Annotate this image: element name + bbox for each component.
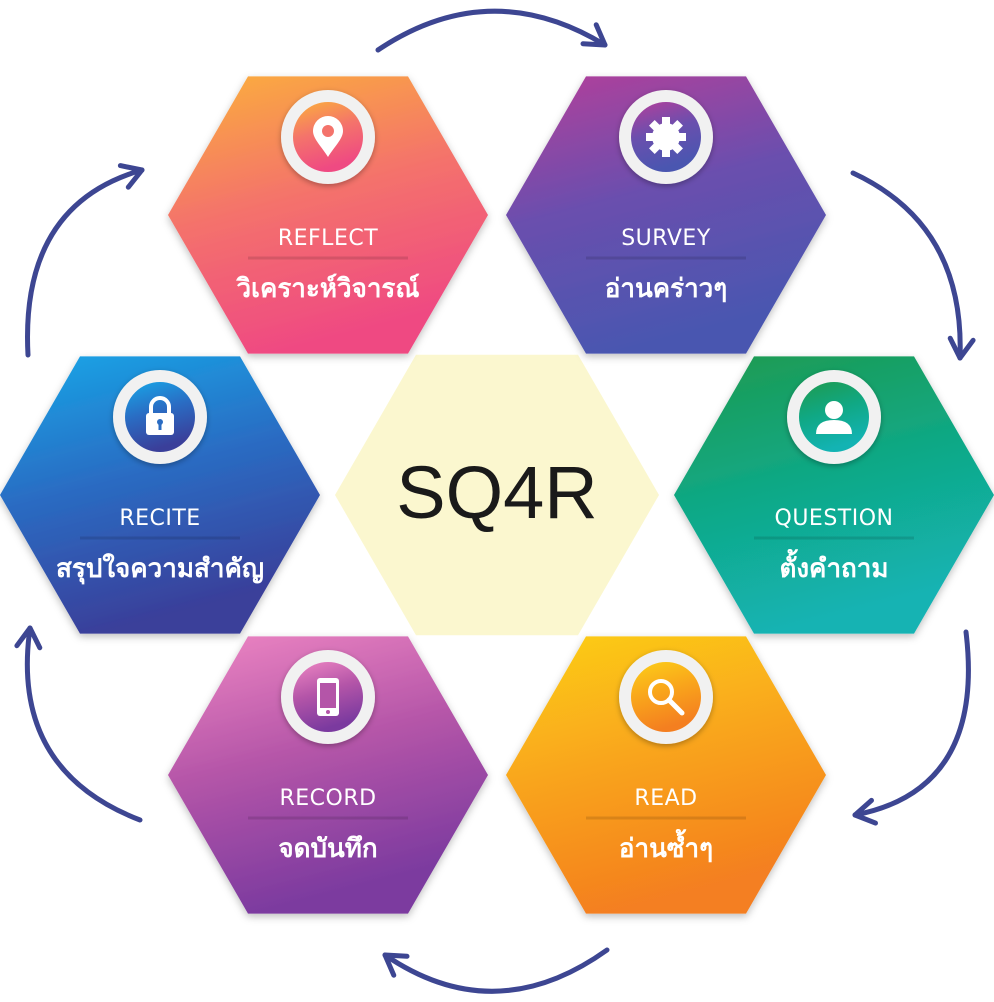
center-hexagon-shape [335, 354, 659, 636]
step-label-question: QUESTION [775, 506, 894, 531]
step-subtitle-record: จดบันทึก [278, 834, 377, 864]
hexagon-survey: SURVEY อ่านคร่าวๆ [506, 76, 826, 354]
arrow-read-to-record [382, 947, 610, 994]
lock-icon [113, 370, 207, 464]
step-subtitle-question: ตั้งคำถาม [779, 548, 888, 584]
step-subtitle-survey: อ่านคร่าวๆ [605, 274, 728, 304]
arrow-survey-to-question [850, 170, 976, 361]
step-label-read: READ [634, 786, 697, 811]
arrow-record-to-recite [14, 625, 143, 823]
gear-icon [619, 90, 713, 184]
step-label-record: RECORD [279, 786, 376, 811]
hexagon-shape-read [506, 636, 826, 914]
step-label-recite: RECITE [119, 506, 200, 531]
hexagon-shape-survey [506, 76, 826, 354]
step-label-reflect: REFLECT [278, 226, 378, 251]
hexagon-shape-record [168, 636, 488, 914]
center-title: SQ4R [396, 451, 598, 534]
arrow-question-to-read [852, 629, 971, 826]
hexagon-shape-recite [0, 356, 320, 634]
step-subtitle-reflect: วิเคราะห์วิจารณ์ [236, 273, 419, 304]
search-icon [619, 650, 713, 744]
location-pin-icon [281, 90, 375, 184]
hexagon-shape-question [674, 356, 994, 634]
hexagon-reflect: REFLECT วิเคราะห์วิจารณ์ [168, 76, 488, 354]
step-hexagons: SURVEY อ่านคร่าวๆ QUESTION ตั้งคำถาม READ อ่า… [0, 76, 994, 914]
center-hexagon: SQ4R [335, 354, 659, 636]
hexagon-record: RECORD จดบันทึก [168, 636, 488, 914]
step-subtitle-recite: สรุปใจความสำคัญ [56, 553, 264, 585]
step-subtitle-read: อ่านซ้ำๆ [619, 828, 713, 864]
cycle-arrows [14, 8, 976, 994]
hexagon-read: READ อ่านซ้ำๆ [506, 636, 826, 914]
arrow-reflect-to-survey [375, 8, 608, 53]
hexagon-recite: RECITE สรุปใจความสำคัญ [0, 356, 320, 634]
step-label-survey: SURVEY [621, 226, 711, 251]
arrow-recite-to-reflect [25, 163, 145, 358]
mobile-phone-icon [281, 650, 375, 744]
user-icon [787, 370, 881, 464]
hexagon-shape-reflect [168, 76, 488, 354]
hexagon-question: QUESTION ตั้งคำถาม [674, 356, 994, 634]
